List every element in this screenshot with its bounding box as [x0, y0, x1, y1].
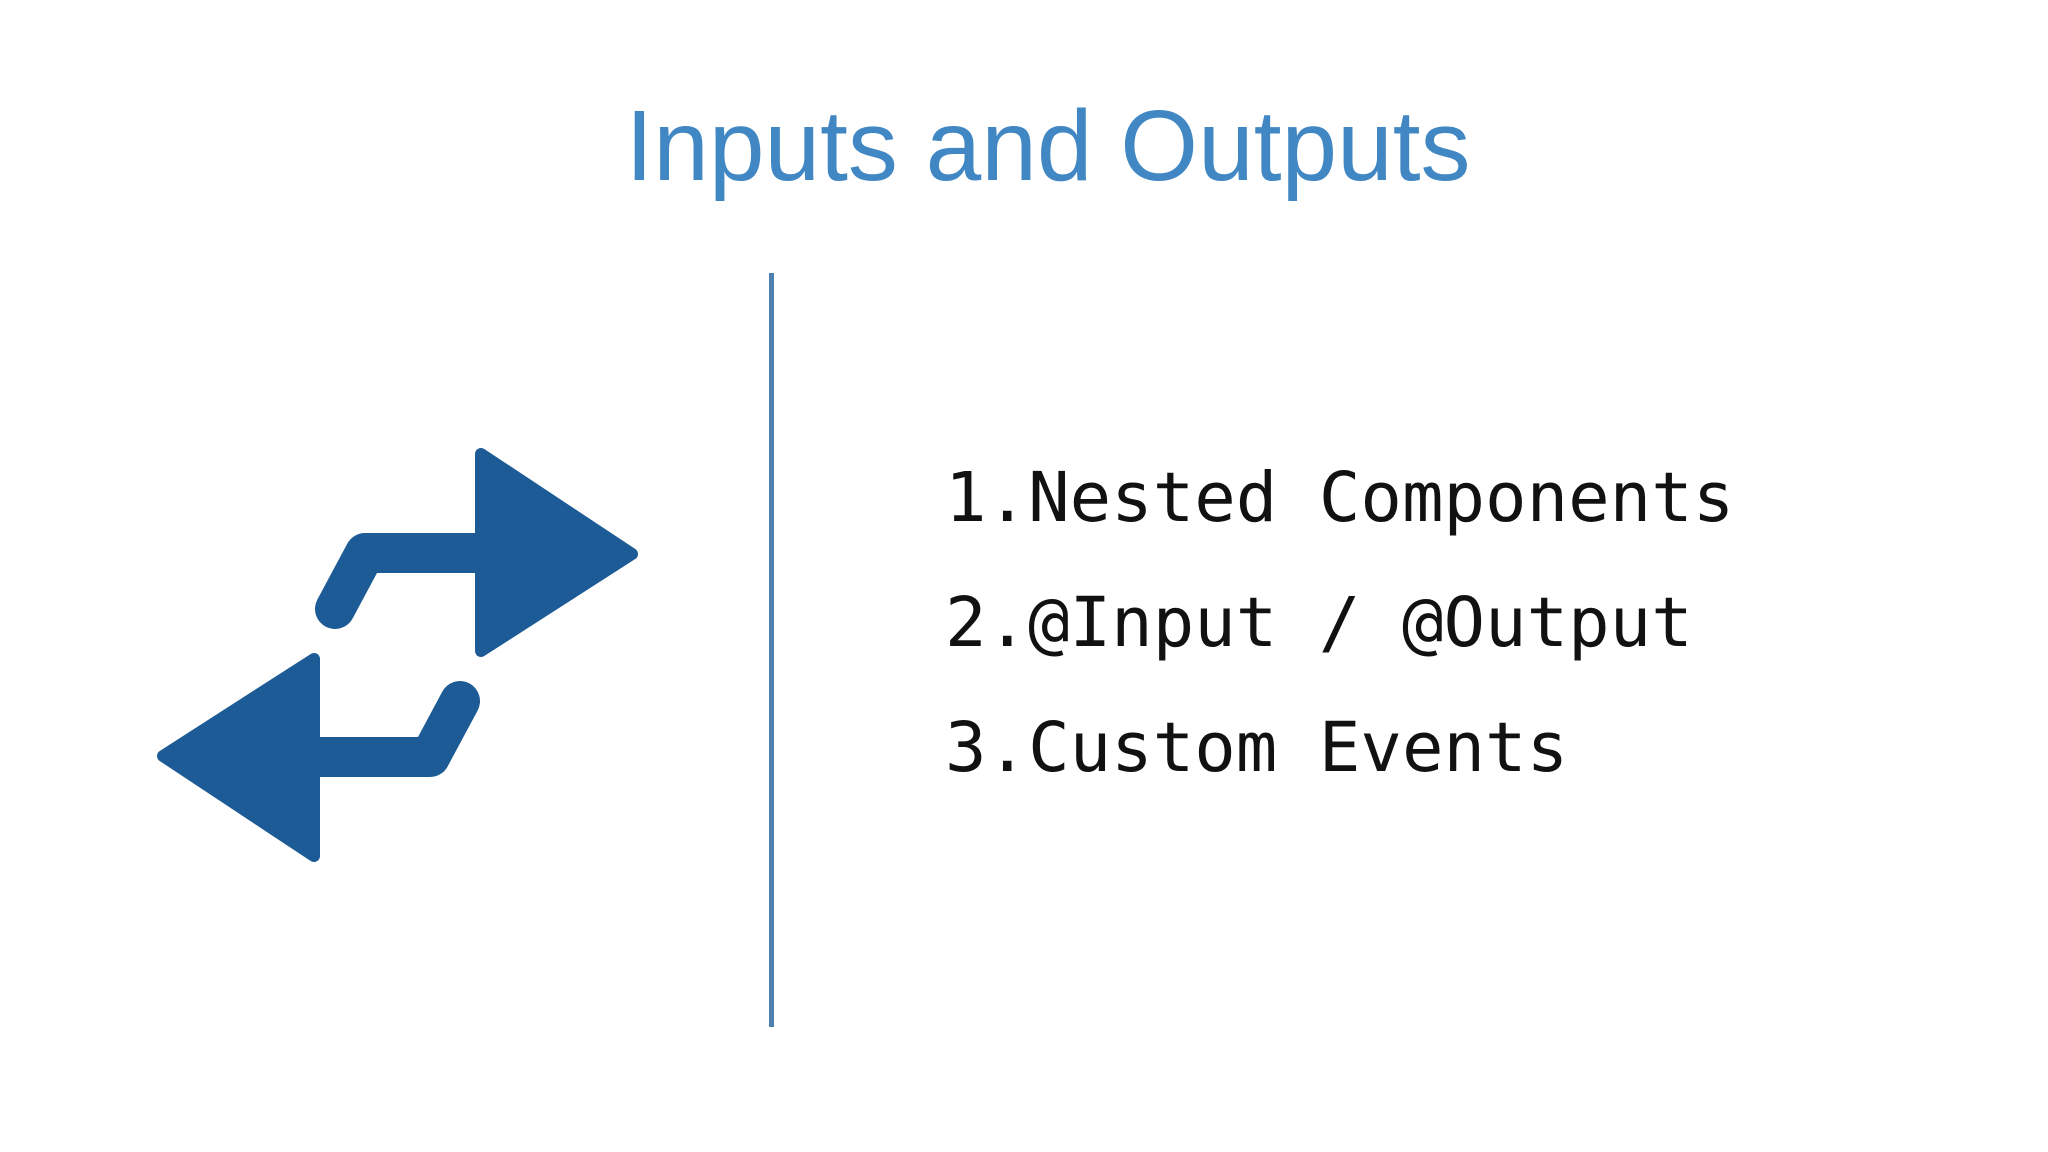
vertical-divider: [769, 273, 774, 1027]
list-item: 3.Custom Events: [945, 686, 1734, 811]
list-item-label: @Input / @Output: [1028, 583, 1693, 663]
list-item: 1.Nested Components: [945, 436, 1734, 561]
list-item-label: Custom Events: [1028, 708, 1569, 788]
list-item-label: Nested Components: [1028, 458, 1735, 538]
slide-title: Inputs and Outputs: [625, 90, 1471, 202]
list-item-number: 2.: [945, 583, 1029, 663]
list-item: 2.@Input / @Output: [945, 561, 1734, 686]
transfer-arrows-icon: [155, 445, 640, 865]
list-item-number: 1.: [945, 458, 1029, 538]
arrow-right: [315, 448, 638, 657]
list-item-number: 3.: [945, 708, 1029, 788]
arrow-left: [157, 653, 480, 862]
topics-list: 1.Nested Components 2.@Input / @Output 3…: [945, 436, 1734, 811]
